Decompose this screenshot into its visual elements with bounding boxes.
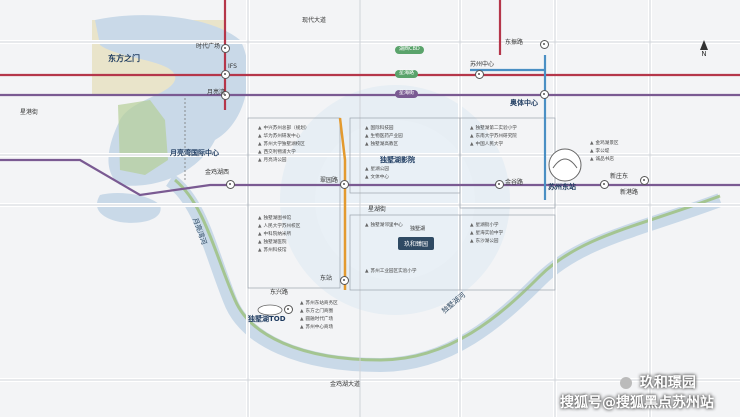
poi-label: 独墅湖医院 [258,239,287,245]
poi-label: 星湖公园 [365,166,389,172]
station-east-b-label: 新庄东 [610,173,629,180]
label-dongfang: 东方之门 [108,54,140,63]
station-stage-label: 翠园路 [320,177,339,184]
poi-label: 独墅湖高教区 [365,141,399,147]
poi-label: 中兴苏州总部（规划） [258,125,310,131]
compass-arrow-icon [700,40,708,50]
station-suzhou-center[interactable] [475,70,484,79]
label-tod: 独墅湖TOD [248,315,286,323]
poi-label: 国际科技园 [365,125,394,131]
watermark-bottom: 搜狐号@搜狐黑点苏州站 [560,395,714,411]
poi-label: 东南大学苏州研究院 [470,133,517,139]
watermark-top: 玖和璟园 [620,372,696,392]
station-sports-center[interactable] [540,90,549,99]
station-stage[interactable] [340,180,349,189]
poi-label: 苏州科技馆 [258,247,287,253]
station-end[interactable] [640,176,649,185]
project-sub: 独墅湖 [410,226,426,232]
station-north-south-label: 金鸡湖西 [205,169,230,176]
poi-label: 生物医药产业园 [365,133,403,139]
poi-label: 文体中心 [365,174,389,180]
road-west: 星港街 [20,109,39,116]
station-end-label: 新港路 [620,189,639,196]
station-east-b[interactable] [600,180,609,189]
poi-label: 中国人民大学 [470,141,504,147]
station-southeast[interactable] [495,180,504,189]
poi-label: 西交利物浦大学 [258,149,296,155]
station-east-top[interactable] [540,40,549,49]
poi-label: 独墅湖邻里中心 [365,222,403,228]
station-suzhou-center-label: 苏州中心 [470,61,495,68]
pill-line-c: 星海街 [395,90,419,98]
project-name: 玖和臻园 [404,241,429,248]
poi-label: 圆融时代广场 [300,316,334,322]
road-north: 现代大道 [302,17,327,24]
station-ted[interactable] [340,276,349,285]
station-hotel-north-label: 时代广场 [196,43,221,50]
label-theatre: 独墅湖影院 [380,156,415,164]
pill-line-a: 湖西CBD [395,46,424,54]
poi-label: 独墅湖图书馆 [258,215,292,221]
station-ifs-label: IFS [228,63,237,70]
station-tod-label: 东兴路 [270,289,289,296]
station-moon-bay[interactable] [221,91,230,100]
station-north-south[interactable] [226,180,235,189]
station-southeast-label: 金谷路 [505,179,524,186]
poi-label: 苏州中心商场 [300,324,334,330]
poi-label: 人民大学苏州校区 [258,223,301,229]
poi-label: 李公堤 [590,148,610,154]
poi-label: 东方之门商圈 [300,308,334,314]
station-east-top-label: 东振路 [505,39,524,46]
poi-label: 月亮湾公园 [258,157,287,163]
station-hotel-north[interactable] [221,44,230,53]
station-tod[interactable] [284,305,293,314]
poi-label: 星海实验中学 [470,230,504,236]
station-ted-label: 东站 [320,275,333,282]
poi-label: 诚品书店 [590,156,614,162]
watermark-top-text: 玖和璟园 [639,375,696,391]
road-south: 金鸡湖大道 [330,381,361,388]
wechat-icon [620,377,632,389]
poi-label: 星湖街小学 [470,222,499,228]
label-moon-bay-center: 月亮湾国际中心 [170,149,219,157]
station-moon-bay-label: 月亮湾 [207,89,226,96]
poi-label: 中科院纳米所 [258,231,292,237]
poi-label: 苏州东站商务区 [300,300,338,306]
label-sz-east: 苏州东站 [548,183,576,191]
project-badge[interactable]: 玖和臻园 [398,237,435,250]
poi-label: 华为苏州研发中心 [258,133,301,139]
poi-label: 苏州工业园区实验小学 [365,268,417,274]
poi-label: 东沙湖公园 [470,238,499,244]
pill-line-b: 星海路 [395,70,419,78]
station-ifs[interactable] [221,70,230,79]
road-center: 星湖街 [368,206,387,213]
poi-label: 苏州大学独墅湖校区 [258,141,305,147]
compass-label: N [701,50,707,58]
label-sports: 奥体中心 [510,99,538,107]
poi-label: 金鸡湖景区 [590,140,619,146]
compass: N [700,40,708,58]
poi-label: 独墅湖第二实验小学 [470,125,517,131]
